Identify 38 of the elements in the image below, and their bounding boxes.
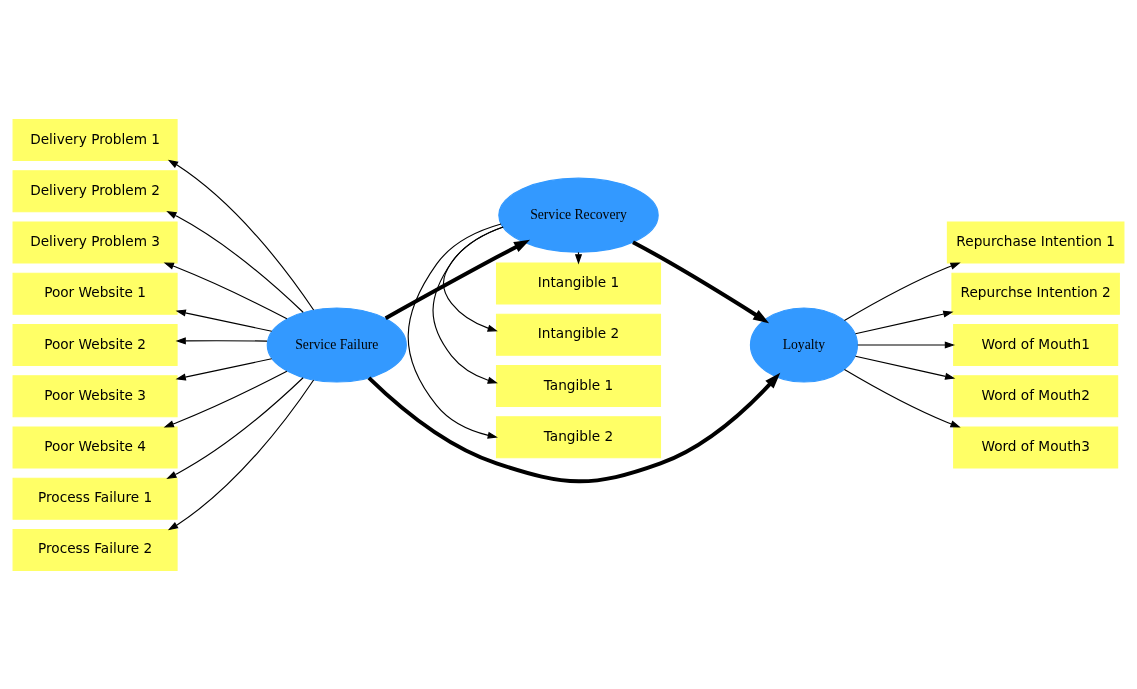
- node-box: Delivery Problem 2: [12, 169, 178, 212]
- arrow: [857, 340, 956, 349]
- node-box: Intangible 2: [495, 313, 662, 356]
- node-box: Word of Mouth1: [953, 323, 1119, 366]
- arrow: [843, 368, 961, 427]
- arrow: [167, 159, 315, 311]
- arrow: [854, 310, 954, 334]
- node-ellipse: Service Failure: [266, 306, 407, 383]
- node-box: Tangible 1: [495, 364, 662, 407]
- arrow: [175, 336, 268, 344]
- arrow: [843, 262, 961, 321]
- node-box: Poor Website 1: [12, 272, 178, 315]
- node-box: Delivery Problem 1: [12, 118, 178, 161]
- arrow: [854, 355, 956, 380]
- arrow: [175, 308, 273, 332]
- arrow: [384, 239, 530, 320]
- node-box: Delivery Problem 3: [12, 220, 178, 264]
- arrow: [163, 262, 288, 319]
- node-box: Poor Website 3: [12, 374, 178, 417]
- node-box: Intangible 1: [495, 261, 662, 305]
- arrow: [407, 223, 502, 439]
- node-box: Tangible 2: [495, 415, 662, 458]
- arrow: [166, 376, 304, 479]
- arrow: [167, 378, 315, 530]
- arrow: [163, 370, 288, 427]
- node-box: Word of Mouth2: [953, 374, 1119, 417]
- arrow: [175, 357, 273, 381]
- node-box: Poor Website 2: [12, 323, 178, 366]
- arrow: [632, 240, 770, 323]
- arrow: [432, 225, 504, 384]
- node-box: Repurchse Intention 2: [951, 272, 1120, 315]
- node-box: Process Failure 2: [12, 528, 178, 571]
- node-box: Repurchase Intention 1: [946, 220, 1125, 264]
- arrow: [367, 372, 781, 483]
- node-box: Poor Website 4: [12, 425, 178, 469]
- node-box: Word of Mouth3: [953, 425, 1119, 469]
- arrow: [166, 210, 304, 313]
- node-box: Process Failure 1: [12, 477, 178, 520]
